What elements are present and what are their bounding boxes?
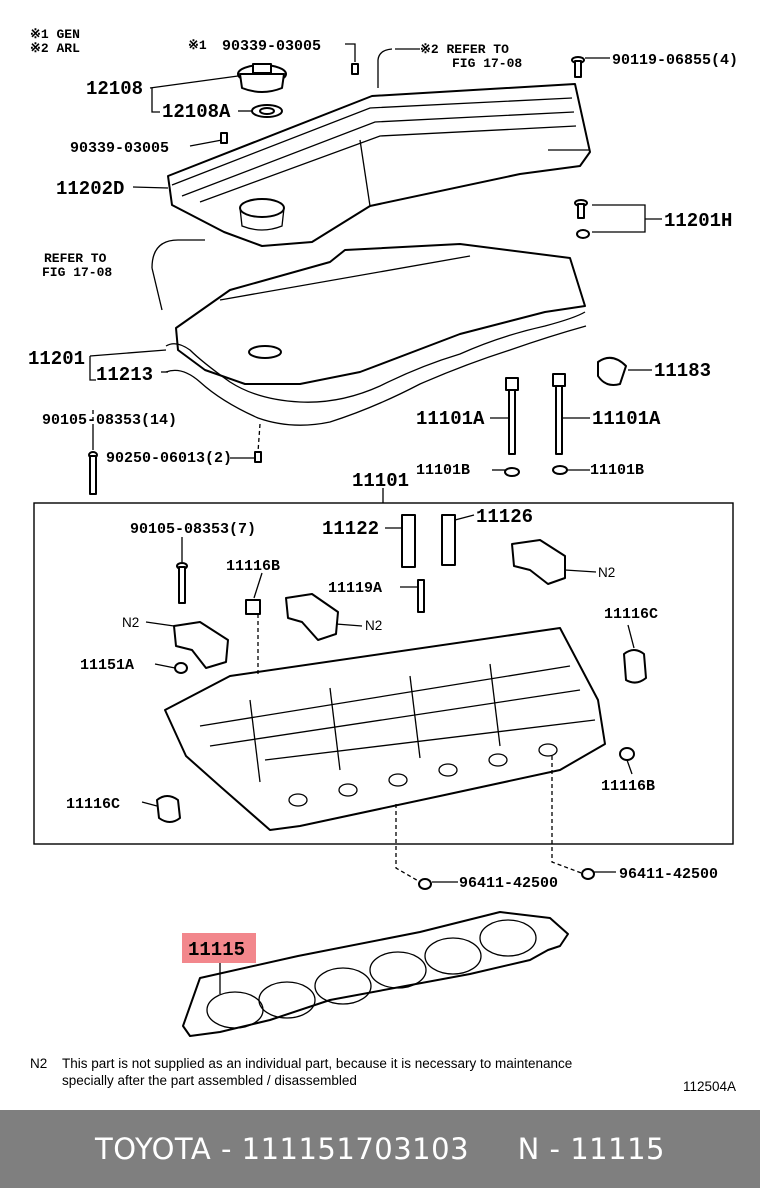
note-line-1: This part is not supplied as an individu… (62, 1056, 572, 1071)
label-11101b-left: 11101B (416, 462, 470, 479)
label-11183: 11183 (654, 360, 711, 382)
stud-bolt-7 (176, 562, 188, 604)
bracket-n2-mid (285, 593, 339, 641)
label-90105-08353-14: 90105-08353(14) (42, 412, 177, 429)
label-90339-03005-top: 90339-03005 (222, 38, 321, 55)
label-11213: 11213 (96, 364, 153, 386)
label-n2-right: N2 (598, 565, 615, 580)
label-90119-06855: 90119-06855(4) (612, 52, 738, 69)
plug-11116c-left (156, 795, 181, 823)
plug-mid (220, 132, 228, 144)
bolt-90119 (571, 56, 585, 78)
leader-lines (89, 43, 662, 994)
plug-11151a (174, 662, 188, 674)
label-90250-06013: 90250-06013(2) (106, 450, 232, 467)
label-refer-left-1: REFER TO (44, 251, 107, 266)
hose-left-end (151, 267, 163, 311)
plug-90250 (254, 451, 262, 463)
legend-mark1: ※1 GEN (30, 27, 80, 42)
label-12108: 12108 (86, 78, 143, 100)
cylinder-head (164, 627, 606, 831)
label-11101a-right: 11101A (592, 408, 661, 430)
head-gasket-11115 (182, 911, 569, 1037)
ring-dowel-right (581, 868, 595, 880)
guide-11126 (441, 514, 456, 566)
cap-gasket (251, 104, 283, 118)
label-11201h: 11201H (664, 210, 732, 232)
label-11115: 11115 (188, 939, 245, 961)
label-96411-42500-right: 96411-42500 (619, 866, 718, 883)
label-11126: 11126 (476, 506, 533, 528)
label-90105-08353-7: 90105-08353(7) (130, 521, 256, 538)
washer-left (504, 467, 520, 477)
plug-11116b-top (245, 599, 261, 615)
label-refer-top-2: FIG 17-08 (452, 56, 522, 71)
guide-11122 (401, 514, 416, 568)
pin-11119a (417, 579, 425, 613)
head-cover-upper (167, 83, 591, 247)
head-bolt-left (505, 377, 519, 455)
label-11119a: 11119A (328, 580, 382, 597)
plug-11116b-bottom (619, 747, 635, 761)
label-11201: 11201 (28, 348, 85, 370)
label-11116b-top: 11116B (226, 558, 280, 575)
gasket-11213-outer (165, 325, 587, 426)
label-n2-mid: N2 (365, 618, 382, 633)
bolt-11201h (574, 199, 590, 239)
part-footer-bar: TOYOTA - 111151703103 N - 11115 (0, 1110, 760, 1188)
label-90339-03005-mid: 90339-03005 (70, 140, 169, 157)
gasket-11213 (165, 311, 586, 403)
washer-right (552, 465, 568, 475)
head-bolt-right (552, 373, 566, 455)
note-line-2: specially after the part assembled / dis… (62, 1073, 357, 1088)
label-11116b-bottom: 11116B (601, 778, 655, 795)
label-11101b-right: 11101B (590, 462, 644, 479)
label-refer-top-1: ※2 REFER TO (420, 42, 509, 57)
half-moon-plug (597, 356, 627, 386)
label-11101a-left: 11101A (416, 408, 485, 430)
label-12108a: 12108A (162, 101, 231, 123)
highlight-11115 (182, 933, 256, 963)
label-11101: 11101 (352, 470, 409, 492)
bracket-n2-right (511, 539, 566, 585)
bracket-n2-left (173, 621, 229, 669)
label-11122: 11122 (322, 518, 379, 540)
plug-upper (351, 63, 359, 75)
hose-upper (377, 48, 393, 88)
figure-id: 112504A (683, 1079, 736, 1094)
footer-part-text: TOYOTA - 111151703103 N - 11115 (95, 1132, 665, 1166)
label-11202d: 11202D (56, 178, 124, 200)
parts-diagram: ※1 GEN ※2 ARL (28, 27, 738, 1094)
label-11116c-left: 11116C (66, 796, 120, 813)
label-11116c-right: 11116C (604, 606, 658, 623)
ring-dowel-left (418, 878, 432, 890)
label-refer-left-2: FIG 17-08 (42, 265, 112, 280)
note-marker: N2 (30, 1056, 47, 1071)
label-n2-left: N2 (122, 615, 139, 630)
head-cover-lower (175, 243, 586, 385)
label-mark1: ※1 (188, 38, 207, 53)
legend-mark2: ※2 ARL (30, 41, 80, 56)
label-96411-42500-left: 96411-42500 (459, 875, 558, 892)
label-11151a: 11151A (80, 657, 134, 674)
plug-11116c-right (623, 649, 647, 684)
hose-left (151, 239, 205, 269)
stud-bolt-14 (88, 451, 98, 495)
oil-filler-cap (237, 63, 287, 93)
